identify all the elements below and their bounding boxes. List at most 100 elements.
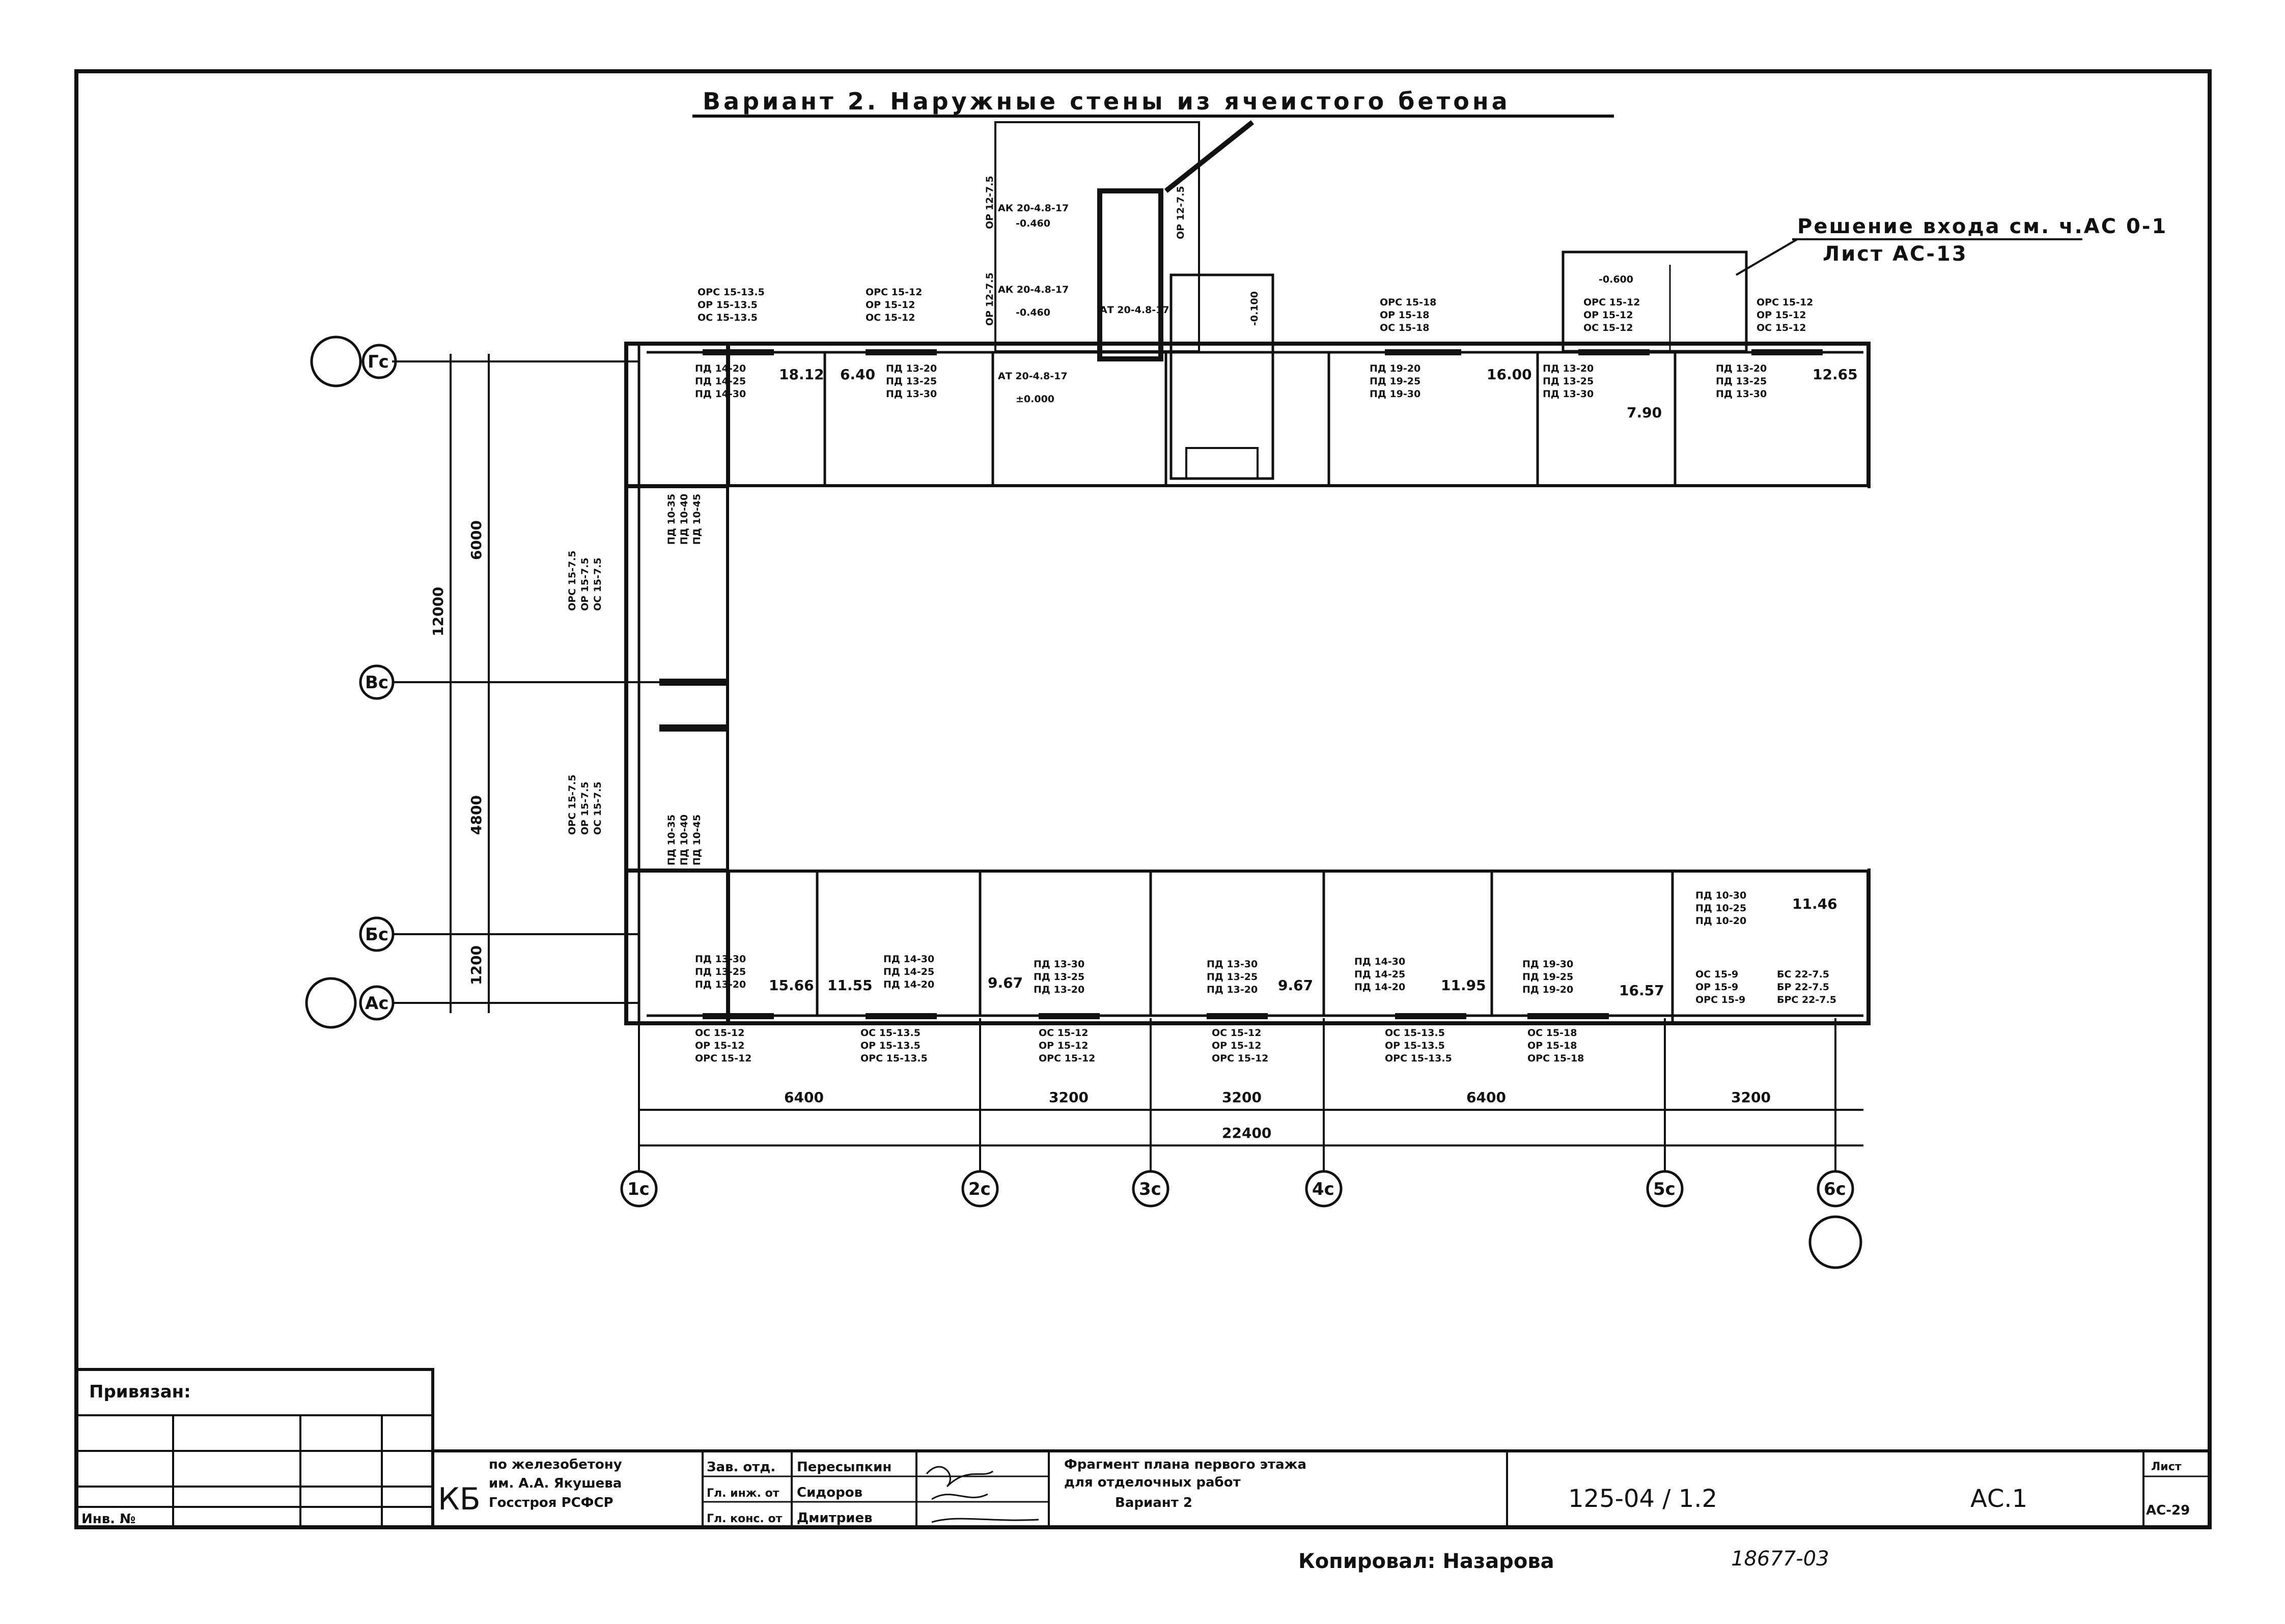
elevation: -0.100 xyxy=(1249,291,1260,326)
axis-label: 6с xyxy=(1824,1179,1846,1199)
label-line: БС 22-7.5 xyxy=(1777,969,1829,980)
label-line: ОРС 15-18 xyxy=(1380,297,1436,308)
window-mark xyxy=(1578,349,1650,355)
label-line: ПД 10-25 xyxy=(1695,903,1746,914)
role: Гл. инж. от xyxy=(707,1487,779,1500)
label-line: ОР 15-12 xyxy=(1583,310,1633,321)
floor-plan xyxy=(624,120,1871,1025)
label-line: ОС 15-9 xyxy=(1695,969,1738,980)
area: 7.90 xyxy=(1627,404,1662,421)
label-line: ПД 14-30 xyxy=(1354,956,1405,967)
label-line: ПД 14-20 xyxy=(695,363,746,374)
area: 9.67 xyxy=(988,974,1023,991)
stair-label: АТ 20-4.8-17 xyxy=(998,371,1068,382)
area: 15.66 xyxy=(769,977,814,994)
role: Гл. конс. от xyxy=(707,1513,783,1525)
label-line: ПД 13-25 xyxy=(1716,376,1767,387)
label-line: ОС 15-13.5 xyxy=(698,312,758,323)
label-line: ОРС 15-13.5 xyxy=(860,1053,928,1064)
kb-mark: КБ xyxy=(438,1481,481,1517)
label-line: ПД 14-20 xyxy=(1354,982,1405,993)
area: 9.67 xyxy=(1278,977,1313,994)
drawing-title: Вариант 2. Наружные стены из ячеистого б… xyxy=(703,88,1511,115)
dim-text: 3200 xyxy=(1049,1089,1089,1106)
stair-label: АТ 20-4.8-17 xyxy=(1100,304,1169,316)
area: 16.00 xyxy=(1487,366,1532,383)
dim-text-left-total: 12000 xyxy=(430,587,447,636)
label-line: ОР 15-13.5 xyxy=(698,299,758,311)
label-line: ПД 14-25 xyxy=(695,376,746,387)
stair-landing xyxy=(1185,447,1259,480)
label-line: ОС 15-12 xyxy=(1757,322,1806,333)
label-line: ОР 15-7.5 xyxy=(579,557,591,611)
label-line: ПД 14-30 xyxy=(695,388,746,400)
person: Дмитриев xyxy=(797,1510,873,1526)
label-line: ОРС 15-13.5 xyxy=(1385,1053,1452,1064)
dim-text-left: 4800 xyxy=(468,795,485,835)
elevation: -0.600 xyxy=(1599,274,1633,285)
elevation: ±0.000 xyxy=(1016,394,1054,405)
window-mark xyxy=(1395,1013,1466,1019)
axis-marker xyxy=(620,1170,658,1208)
label-line: ОС 15-12 xyxy=(866,312,915,323)
archive-number: 18677-03 xyxy=(1731,1547,1829,1571)
label-line: ПД 13-25 xyxy=(695,966,746,977)
label-line: ПД 13-25 xyxy=(1207,971,1258,983)
bottom-windows xyxy=(703,1013,1609,1019)
axis-label: 5с xyxy=(1653,1179,1676,1199)
axis-label: 3с xyxy=(1139,1179,1161,1199)
label-line: ОРС 15-12 xyxy=(695,1053,751,1064)
label-line: ПД 13-20 xyxy=(1207,984,1258,995)
label-line: ПД 13-30 xyxy=(1716,388,1767,400)
label-line: ПД 13-25 xyxy=(1543,376,1594,387)
window-mark xyxy=(703,1013,774,1019)
label-line: ОС 15-12 xyxy=(1583,322,1633,333)
label-line: ОРС 15-12 xyxy=(866,287,922,298)
label-line: БРС 22-7.5 xyxy=(1777,994,1836,1005)
axis-marker xyxy=(359,985,395,1021)
entrance-note-line1: Решение входа см. ч.АС 0-1 xyxy=(1797,215,2167,238)
window-mark xyxy=(703,349,774,355)
stair-shaft xyxy=(1097,188,1163,361)
axis-marker xyxy=(359,664,395,700)
label-line: ОР 15-18 xyxy=(1380,310,1429,321)
label-line: ОС 15-18 xyxy=(1380,322,1429,333)
left-labels: ОРС 15-7.5 ОР 15-7.5 ОС 15-7.5 ОРС 15-7.… xyxy=(567,494,703,865)
window-mark xyxy=(1751,349,1823,355)
axis-marker-double xyxy=(310,335,362,387)
axis-marker-double xyxy=(305,977,357,1029)
courtyard-fill xyxy=(729,487,1868,870)
label-line: ПД 10-45 xyxy=(691,494,703,545)
title-block xyxy=(75,1368,2211,1529)
label-line: ПД 19-25 xyxy=(1370,376,1420,387)
top-room-labels: ПД 14-20 ПД 14-25 ПД 14-30 18.12 6.40 ПД… xyxy=(695,363,1858,421)
dim-text: 3200 xyxy=(1731,1089,1771,1106)
label-line: ОС 15-7.5 xyxy=(592,557,603,611)
label-line: ОС 15-13.5 xyxy=(860,1027,921,1039)
drawing-mark: АС.1 xyxy=(1970,1485,2027,1513)
label-line: ОР 15-12 xyxy=(1039,1040,1088,1051)
label-line: ПД 19-30 xyxy=(1522,959,1573,970)
dim-text: 6400 xyxy=(784,1089,824,1106)
window-label: ОР 12-7.5 xyxy=(984,176,995,229)
axis-label: Ас xyxy=(365,993,388,1014)
label-line: ОР 15-9 xyxy=(1695,982,1738,993)
label-line: ПД 13-20 xyxy=(695,979,746,990)
label-line: ОРС 15-7.5 xyxy=(567,550,578,611)
stair-label: АК 20-4.8-17 xyxy=(998,284,1069,295)
window-mark xyxy=(866,1013,937,1019)
label-line: ПД 13-20 xyxy=(1034,984,1084,995)
label-line: ПД 13-30 xyxy=(886,388,937,400)
top-window-labels: ОРС 15-13.5 ОР 15-13.5 ОС 15-13.5 ОРС 15… xyxy=(698,287,1813,333)
window-mark xyxy=(866,349,937,355)
sheet-label: Лист xyxy=(2151,1461,2182,1473)
person: Пересыпкин xyxy=(797,1460,891,1475)
label-line: ОР 15-13.5 xyxy=(860,1040,921,1051)
bottom-wing-outline xyxy=(624,869,1871,1025)
entrance-note-line2: Лист АС-13 xyxy=(1823,242,1968,266)
label-line: ПД 13-20 xyxy=(886,363,937,374)
label-line: ОР 15-7.5 xyxy=(579,781,591,835)
label-line: ОР 15-12 xyxy=(695,1040,744,1051)
dim-text-left: 1200 xyxy=(468,945,485,985)
label-line: ОРС 15-9 xyxy=(1695,994,1745,1005)
